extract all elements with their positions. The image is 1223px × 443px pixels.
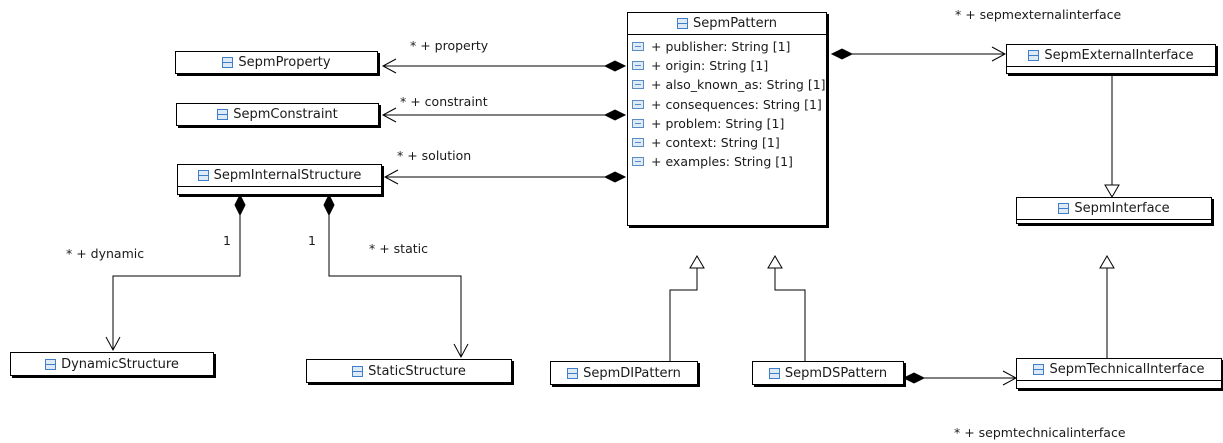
class-sepm-ds-pattern[interactable]: SepmDSPattern [752, 361, 904, 385]
attribute-text: + consequences: String [1] [651, 96, 822, 112]
class-header: DynamicStructure [11, 353, 213, 375]
class-icon [352, 365, 364, 377]
attribute-text: + origin: String [1] [651, 58, 769, 74]
composition-technical-diamond [902, 372, 926, 384]
class-name: SepmProperty [238, 55, 331, 70]
label-static-multiplicity: 1 [308, 233, 316, 248]
generalization-ds-line [774, 268, 806, 361]
class-header: SepmDIPattern [551, 362, 697, 384]
class-name: DynamicStructure [61, 356, 179, 372]
class-sepm-technical-interface[interactable]: SepmTechnicalInterface [1016, 358, 1222, 389]
attribute-text: + problem: String [1] [651, 115, 785, 131]
attribute-icon [632, 118, 644, 128]
class-name: SepmInterface [1074, 201, 1170, 216]
composition-dynamic-diamond [234, 193, 246, 217]
association-solution-arrowhead [383, 169, 399, 185]
class-icon [217, 109, 229, 120]
composition-solution-diamond [603, 171, 627, 183]
class-name: SepmConstraint [233, 107, 338, 122]
association-constraint-arrowhead [381, 107, 397, 123]
class-name: StaticStructure [368, 363, 466, 379]
class-dynamic-structure[interactable]: DynamicStructure [10, 352, 214, 376]
attribute-text: + examples: String [1] [651, 154, 793, 170]
class-header: StaticStructure [307, 360, 511, 382]
attribute-icon [632, 138, 644, 148]
generalization-di-line [669, 268, 698, 361]
generalization-technical-arrowhead [1099, 255, 1115, 269]
label-constraint: * + constraint [400, 94, 488, 109]
label-dynamic-multiplicity: 1 [223, 233, 231, 248]
attribute-text: + publisher: String [1] [651, 39, 791, 55]
class-header: SepmInterface [1017, 198, 1211, 220]
class-icon [197, 170, 209, 181]
association-dynamic-arrowhead [105, 336, 121, 352]
attribute-row[interactable]: + problem: String [1] [630, 114, 826, 133]
label-solution: * + solution [397, 148, 472, 163]
attribute-icon [632, 157, 644, 167]
attribute-row[interactable]: + publisher: String [1] [630, 37, 826, 56]
association-external-arrowhead [991, 46, 1007, 62]
class-header: SepmConstraint [177, 104, 378, 125]
class-sepm-interface[interactable]: SepmInterface [1016, 197, 1212, 224]
class-sepm-property[interactable]: SepmProperty [175, 51, 378, 74]
class-sepm-external-interface[interactable]: SepmExternalInterface [1006, 44, 1216, 74]
generalization-external-arrowhead [1104, 184, 1120, 198]
class-static-structure[interactable]: StaticStructure [306, 359, 512, 383]
attribute-text: + also_known_as: String [1] [651, 77, 826, 93]
class-header: SepmInternalStructure [178, 165, 381, 187]
association-dynamic-line [112, 195, 241, 350]
class-name: SepmExternalInterface [1044, 48, 1194, 63]
label-dynamic: * + dynamic [66, 246, 145, 261]
attribute-list: + publisher: String [1] + origin: String… [628, 35, 826, 171]
attribute-icon [632, 42, 644, 52]
composition-static-diamond [323, 193, 335, 217]
class-header: SepmProperty [176, 52, 377, 73]
attribute-row[interactable]: + context: String [1] [630, 133, 826, 152]
association-static-line [328, 195, 462, 357]
association-property-arrowhead [381, 58, 397, 74]
class-sepm-di-pattern[interactable]: SepmDIPattern [550, 361, 698, 385]
composition-property-diamond [603, 60, 627, 72]
composition-constraint-diamond [603, 109, 627, 121]
label-property: * + property [410, 38, 489, 53]
class-header: SepmTechnicalInterface [1017, 359, 1221, 381]
class-name: SepmDSPattern [784, 365, 888, 381]
attribute-icon [632, 61, 644, 71]
generalization-di-arrowhead [689, 255, 705, 269]
composition-external-diamond [830, 48, 854, 60]
class-icon [1033, 364, 1045, 375]
class-header: SepmDSPattern [753, 362, 903, 384]
generalization-ds-arrowhead [767, 255, 783, 269]
attribute-text: + context: String [1] [651, 135, 780, 151]
class-name: SepmPattern [693, 16, 777, 31]
attribute-row[interactable]: + origin: String [1] [630, 56, 826, 75]
attribute-icon [632, 80, 644, 90]
class-sepm-pattern[interactable]: SepmPattern + publisher: String [1] + or… [627, 12, 827, 226]
class-icon [768, 367, 780, 379]
association-static-arrowhead [453, 343, 469, 359]
attribute-row[interactable]: + also_known_as: String [1] [630, 75, 826, 94]
label-static: * + static [369, 241, 428, 256]
class-icon [45, 358, 57, 370]
class-icon [1058, 203, 1070, 214]
class-sepm-internal-structure[interactable]: SepmInternalStructure [177, 164, 382, 195]
class-name: SepmInternalStructure [213, 168, 362, 183]
class-icon [567, 367, 579, 379]
class-name: SepmTechnicalInterface [1049, 362, 1205, 377]
class-icon [1028, 50, 1040, 61]
class-icon [222, 57, 234, 68]
class-sepm-constraint[interactable]: SepmConstraint [176, 103, 379, 126]
class-icon [677, 18, 689, 29]
attribute-icon [632, 99, 644, 109]
attribute-row[interactable]: + examples: String [1] [630, 152, 826, 171]
label-technical-interface: * + sepmtechnicalinterface [954, 425, 1126, 440]
class-header: SepmPattern [628, 13, 826, 35]
class-header: SepmExternalInterface [1007, 45, 1215, 67]
class-name: SepmDIPattern [583, 365, 681, 381]
label-external-interface: * + sepmexternalinterface [955, 7, 1122, 22]
attribute-row[interactable]: + consequences: String [1] [630, 95, 826, 114]
